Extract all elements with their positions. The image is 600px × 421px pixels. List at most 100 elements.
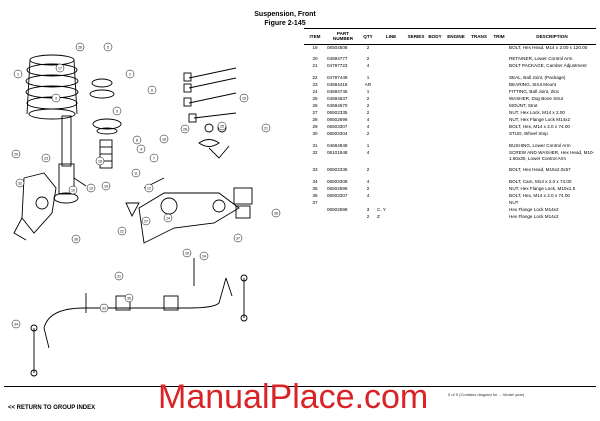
cell-empty <box>490 103 508 110</box>
svg-text:25: 25 <box>220 124 224 128</box>
col-item: ITEM <box>304 28 326 45</box>
cell-empty <box>406 75 426 82</box>
cell-empty <box>490 131 508 143</box>
svg-text:23: 23 <box>44 156 48 160</box>
callout-3: 3 <box>51 93 61 103</box>
cell-qty: 2 <box>366 131 370 137</box>
cell-empty <box>490 89 508 96</box>
cell-empty <box>468 110 490 117</box>
return-to-group-index-link[interactable]: << RETURN TO GROUP INDEX <box>8 405 96 411</box>
cell-empty <box>406 124 426 131</box>
cell-empty <box>468 200 490 207</box>
cell-empty <box>406 193 426 200</box>
cell-line: Z <box>377 214 380 220</box>
bushing <box>233 187 253 219</box>
cell-item: 32 <box>312 150 318 156</box>
cell-empty <box>490 96 508 103</box>
cell-qty <box>360 200 376 207</box>
steering-knuckle <box>13 172 57 241</box>
callout-31: 31 <box>114 271 124 281</box>
cell-desc: BOLT, Hex Head, M16x2.0x57 <box>509 167 571 173</box>
cell-empty <box>426 150 444 167</box>
cell-empty <box>468 89 490 96</box>
callout-32: 32 <box>15 178 25 188</box>
cell-empty <box>426 75 444 82</box>
cell-empty <box>490 63 508 75</box>
cell-item: 25 <box>312 96 318 102</box>
cell-item: 23 <box>312 82 318 88</box>
cell-desc: BOLT, Cam, M14 x 2.0 x 74.00 <box>509 179 572 185</box>
cell-empty <box>468 82 490 89</box>
cell-empty <box>426 186 444 193</box>
col-part-number: PART NUMBER <box>326 28 360 45</box>
cell-line <box>376 179 406 186</box>
cell-line <box>376 75 406 82</box>
cell-part: 04694745 <box>327 89 348 95</box>
callout-20: 20 <box>182 248 192 258</box>
cell-line <box>376 56 406 63</box>
svg-text:10: 10 <box>71 188 75 192</box>
cell-line <box>376 143 406 150</box>
callout-5: 5 <box>103 42 113 52</box>
cell-item: 29 <box>312 124 318 130</box>
cell-empty <box>468 103 490 110</box>
svg-text:37: 37 <box>236 236 240 240</box>
callout-33: 33 <box>99 303 109 313</box>
cell-line <box>376 110 406 117</box>
cell-qty: 4 <box>366 179 370 185</box>
svg-text:18: 18 <box>162 137 166 141</box>
cell-desc: NUT, Hex Lock, M14 x 2.00 <box>509 110 565 116</box>
cell-empty <box>468 75 490 82</box>
svg-text:36: 36 <box>274 211 278 215</box>
cell-part: 06503307 <box>327 124 348 130</box>
cell-empty <box>406 56 426 63</box>
cell-empty <box>490 186 508 193</box>
cell-part: 06101848 <box>327 150 348 156</box>
cell-empty <box>490 44 508 56</box>
svg-text:7: 7 <box>153 156 155 160</box>
cell-desc: Hex Flange Lock M14x2 <box>509 207 559 213</box>
cell-desc: NUT <box>509 200 519 206</box>
cell-empty <box>468 96 490 103</box>
cell-empty <box>468 56 490 63</box>
cell-line <box>376 89 406 96</box>
cell-desc: WASHER, Dog Bone Strut <box>509 96 563 102</box>
cell-empty <box>468 214 490 221</box>
svg-text:26: 26 <box>78 45 82 49</box>
cell-item: 33 <box>312 167 318 173</box>
cell-empty <box>426 131 444 143</box>
cell-part: 06502696 <box>327 117 348 123</box>
cell-part: 04694637 <box>327 96 348 102</box>
sway-bar <box>43 258 233 349</box>
callout-34: 34 <box>11 319 21 329</box>
cell-empty <box>426 143 444 150</box>
cell-item: 30 <box>312 131 318 137</box>
callout-2: 2 <box>125 69 135 79</box>
cell-item: 22 <box>312 75 318 81</box>
cell-item <box>304 214 326 221</box>
svg-text:14: 14 <box>166 216 170 220</box>
cell-empty <box>444 117 468 124</box>
cell-line <box>376 193 406 200</box>
cell-desc: BOLT PACKAGE, Camber Adjustment <box>509 63 587 69</box>
cell-qty: 4 <box>366 63 370 69</box>
cell-item: 24 <box>312 89 318 95</box>
cell-empty <box>444 89 468 96</box>
cell-empty <box>444 63 468 75</box>
cell-empty <box>426 63 444 75</box>
cell-qty: 3 <box>366 207 370 213</box>
cell-part: 04797449 <box>327 75 348 81</box>
callout-26: 26 <box>75 42 85 52</box>
cell-desc: BUSHING, Lower Control Arm <box>509 143 571 149</box>
cell-line <box>376 103 406 110</box>
cell-desc: MOUNT, Strut <box>509 103 538 109</box>
cell-empty <box>490 167 508 179</box>
svg-text:19: 19 <box>104 184 108 188</box>
cell-empty <box>444 96 468 103</box>
cell-qty: 4 <box>366 150 370 156</box>
